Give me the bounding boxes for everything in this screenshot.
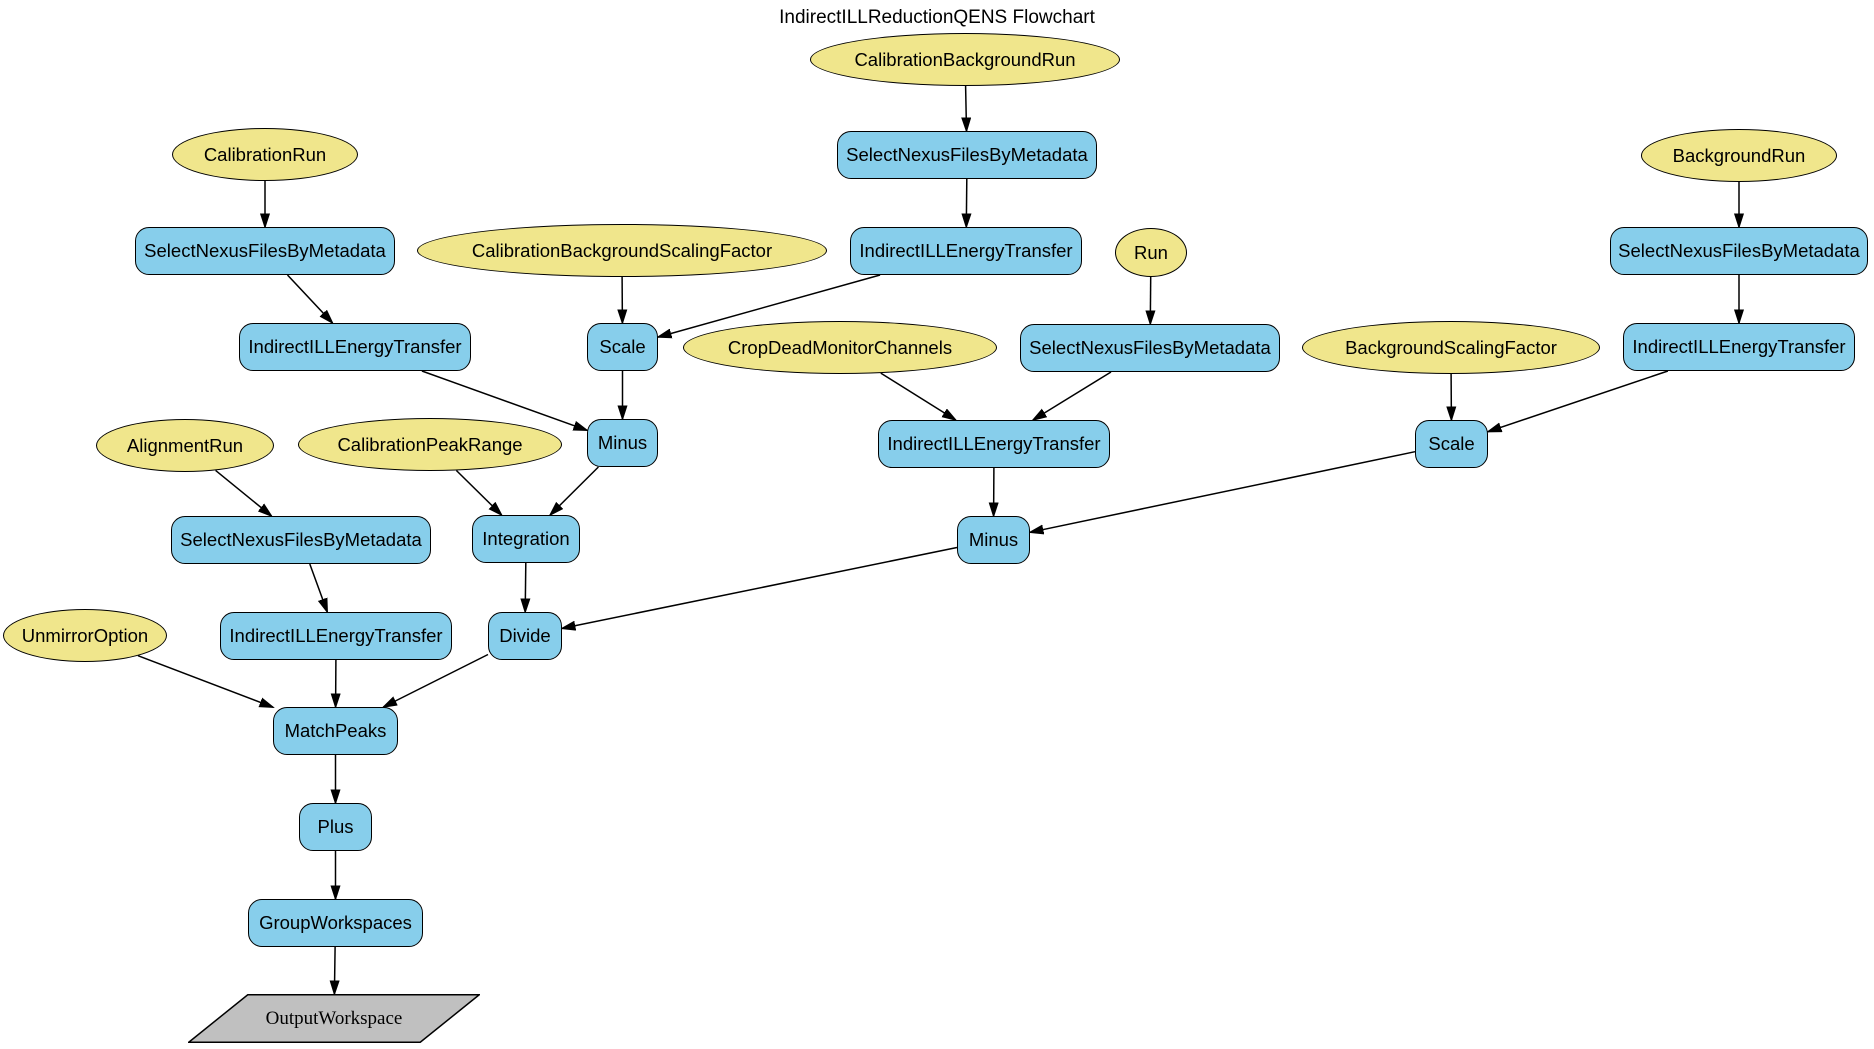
edge-calibrationPeakRange-to-integration xyxy=(455,469,501,516)
edge-indirectBg-to-scaleBg xyxy=(1488,370,1669,433)
node-indirect-ill-energy-transfer-run: IndirectILLEnergyTransfer xyxy=(878,420,1110,468)
edge-calibrationBackgroundRun-to-selectNexusCalibBg xyxy=(966,85,967,131)
edge-alignmentRun-to-selectNexusAlign xyxy=(215,469,272,516)
edge-cropDeadMonitorChannels-to-indirectRun xyxy=(880,372,956,420)
node-indirect-ill-energy-transfer-calib: IndirectILLEnergyTransfer xyxy=(239,323,471,371)
output-parallelogram-shape xyxy=(188,994,480,1043)
node-scale-background: Scale xyxy=(1415,420,1488,468)
node-select-nexus-files-by-metadata-calib-bg: SelectNexusFilesByMetadata xyxy=(837,131,1097,179)
node-calibration-peak-range: CalibrationPeakRange xyxy=(298,418,562,471)
node-minus-background: Minus xyxy=(957,516,1030,564)
edge-selectNexusRun-to-indirectRun xyxy=(1033,371,1112,420)
node-select-nexus-files-by-metadata-alignment: SelectNexusFilesByMetadata xyxy=(171,516,431,564)
edge-selectNexusCalibBg-to-indirectCalibBg xyxy=(966,178,967,227)
node-output-workspace: OutputWorkspace xyxy=(188,994,480,1043)
node-indirect-ill-energy-transfer-alignment: IndirectILLEnergyTransfer xyxy=(220,612,452,660)
node-group-workspaces: GroupWorkspaces xyxy=(248,899,423,947)
node-select-nexus-files-by-metadata-calib: SelectNexusFilesByMetadata xyxy=(135,227,395,275)
node-select-nexus-files-by-metadata-run: SelectNexusFilesByMetadata xyxy=(1020,324,1280,372)
node-indirect-ill-energy-transfer-background: IndirectILLEnergyTransfer xyxy=(1623,323,1855,371)
edge-divide-to-matchPeaks xyxy=(383,653,489,708)
node-background-run: BackgroundRun xyxy=(1641,129,1837,182)
node-calibration-background-run: CalibrationBackgroundRun xyxy=(810,33,1120,86)
node-minus-calib: Minus xyxy=(587,419,658,467)
node-indirect-ill-energy-transfer-calib-bg: IndirectILLEnergyTransfer xyxy=(850,227,1082,275)
edge-selectNexusAlign-to-indirectAlign xyxy=(309,563,328,612)
edge-minusCalib-to-integration xyxy=(550,466,599,515)
edge-unmirrorOption-to-matchPeaks xyxy=(137,654,273,708)
node-unmirror-option: UnmirrorOption xyxy=(3,609,167,662)
node-run: Run xyxy=(1115,228,1187,277)
node-select-nexus-files-by-metadata-background: SelectNexusFilesByMetadata xyxy=(1610,227,1868,275)
node-integration: Integration xyxy=(472,515,580,563)
node-alignment-run: AlignmentRun xyxy=(96,419,274,472)
node-scale-calib: Scale xyxy=(587,323,658,371)
diagram-title: IndirectILLReductionQENS Flowchart xyxy=(779,7,1095,28)
node-match-peaks: MatchPeaks xyxy=(273,707,398,755)
node-calibration-background-scaling-factor: CalibrationBackgroundScalingFactor xyxy=(417,224,827,277)
node-crop-dead-monitor-channels: CropDeadMonitorChannels xyxy=(683,321,997,374)
edge-groupWorkspaces-to-outputWorkspace xyxy=(334,946,335,994)
edge-minusBg-to-divide xyxy=(562,546,958,629)
node-background-scaling-factor: BackgroundScalingFactor xyxy=(1302,321,1600,374)
edge-selectNexusCalib-to-indirectCalib xyxy=(286,274,333,323)
node-calibration-run: CalibrationRun xyxy=(172,128,358,181)
edge-integration-to-divide xyxy=(525,562,526,612)
output-workspace-label: OutputWorkspace xyxy=(265,1007,403,1029)
node-divide: Divide xyxy=(488,612,562,660)
node-plus: Plus xyxy=(299,803,372,851)
